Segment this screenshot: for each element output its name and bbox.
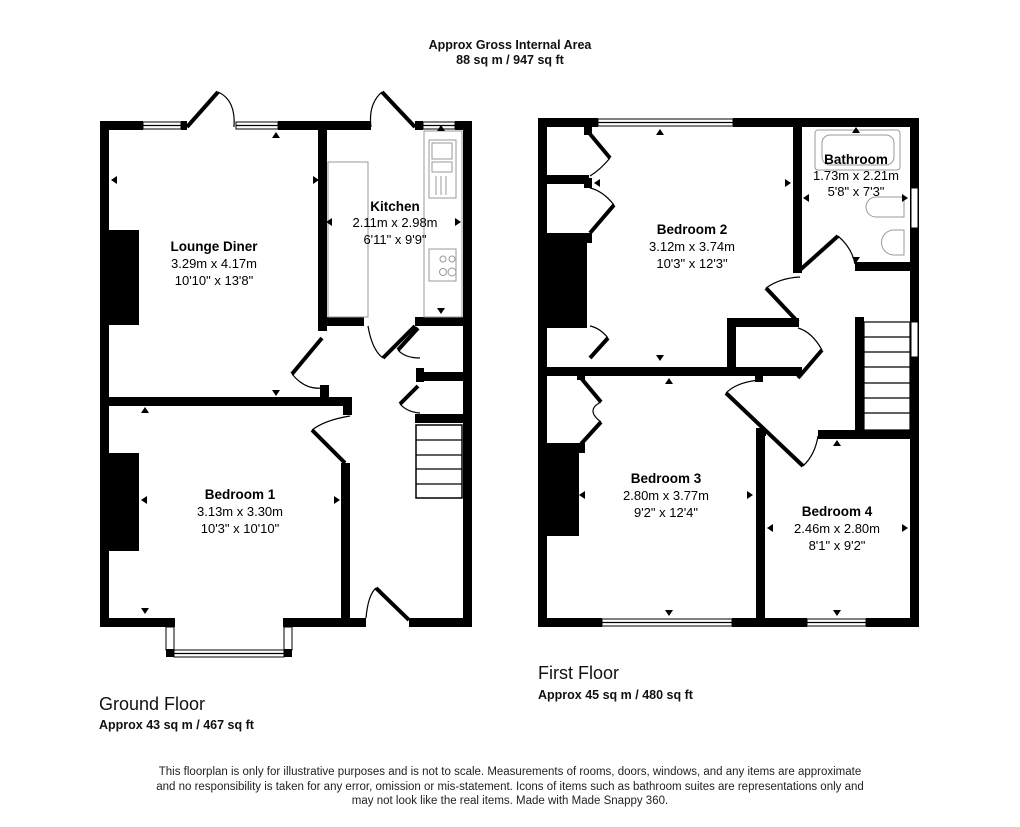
svg-text:Bedroom 3: Bedroom 3 <box>631 471 702 486</box>
svg-text:10'3" x 12'3": 10'3" x 12'3" <box>656 256 728 271</box>
room-label-bedroom-1: Bedroom 1 3.13m x 3.30m 10'3" x 10'10" <box>197 487 283 536</box>
svg-text:Bathroom: Bathroom <box>824 152 888 167</box>
room-label-kitchen: Kitchen 2.11m x 2.98m 6'11" x 9'9" <box>352 199 437 247</box>
svg-text:9'2" x 12'4": 9'2" x 12'4" <box>634 505 698 520</box>
disclaimer-line-2: and no responsibility is taken for any e… <box>156 780 864 793</box>
gross-area-header: Approx Gross Internal Area 88 sq m / 947… <box>0 38 1020 68</box>
svg-text:3.12m x 3.74m: 3.12m x 3.74m <box>649 239 735 254</box>
svg-text:2.46m x 2.80m: 2.46m x 2.80m <box>794 521 880 536</box>
first-floor-caption: First Floor Approx 45 sq m / 480 sq ft <box>538 663 693 702</box>
svg-text:6'11" x 9'9": 6'11" x 9'9" <box>363 232 426 247</box>
first-floor-plan <box>538 118 919 627</box>
svg-text:10'10" x 13'8": 10'10" x 13'8" <box>175 273 254 288</box>
disclaimer-line-3: may not look like the real items. Made w… <box>351 795 669 807</box>
svg-text:5'8" x 7'3": 5'8" x 7'3" <box>828 184 885 199</box>
svg-text:3.13m x 3.30m: 3.13m x 3.30m <box>197 504 283 519</box>
ground-floor-caption: Ground Floor Approx 43 sq m / 467 sq ft <box>99 694 254 732</box>
svg-text:2.80m x 3.77m: 2.80m x 3.77m <box>623 488 709 503</box>
room-label-bedroom-4: Bedroom 4 2.46m x 2.80m 8'1" x 9'2" <box>794 504 880 553</box>
svg-text:2.11m x 2.98m: 2.11m x 2.98m <box>352 215 437 230</box>
first-floor-title: First Floor <box>538 663 619 683</box>
room-label-bathroom: Bathroom 1.73m x 2.21m 5'8" x 7'3" <box>813 152 899 199</box>
svg-text:1.73m x 2.21m: 1.73m x 2.21m <box>813 168 899 183</box>
first-floor-area: Approx 45 sq m / 480 sq ft <box>538 688 693 702</box>
ground-floor-plan <box>100 90 472 658</box>
svg-text:Bedroom 2: Bedroom 2 <box>657 222 728 237</box>
svg-text:Bedroom 1: Bedroom 1 <box>205 487 276 502</box>
room-label-bedroom-2: Bedroom 2 3.12m x 3.74m 10'3" x 12'3" <box>649 222 735 271</box>
ground-floor-title: Ground Floor <box>99 694 206 714</box>
svg-text:8'1" x 9'2": 8'1" x 9'2" <box>809 538 866 553</box>
svg-text:10'3" x 10'10": 10'3" x 10'10" <box>201 521 280 536</box>
svg-text:Lounge Diner: Lounge Diner <box>171 239 259 254</box>
svg-text:3.29m x 4.17m: 3.29m x 4.17m <box>171 256 257 271</box>
gross-area-value: 88 sq m / 947 sq ft <box>456 53 564 67</box>
svg-text:Kitchen: Kitchen <box>370 199 420 214</box>
svg-text:Bedroom 4: Bedroom 4 <box>802 504 873 519</box>
gross-area-title: Approx Gross Internal Area <box>428 38 592 52</box>
room-label-lounge-diner: Lounge Diner 3.29m x 4.17m 10'10" x 13'8… <box>171 239 259 288</box>
disclaimer-line-1: This floorplan is only for illustrative … <box>158 766 862 778</box>
room-label-bedroom-3: Bedroom 3 2.80m x 3.77m 9'2" x 12'4" <box>623 471 709 520</box>
disclaimer: This floorplan is only for illustrative … <box>120 765 900 809</box>
ground-floor-area: Approx 43 sq m / 467 sq ft <box>99 718 254 732</box>
